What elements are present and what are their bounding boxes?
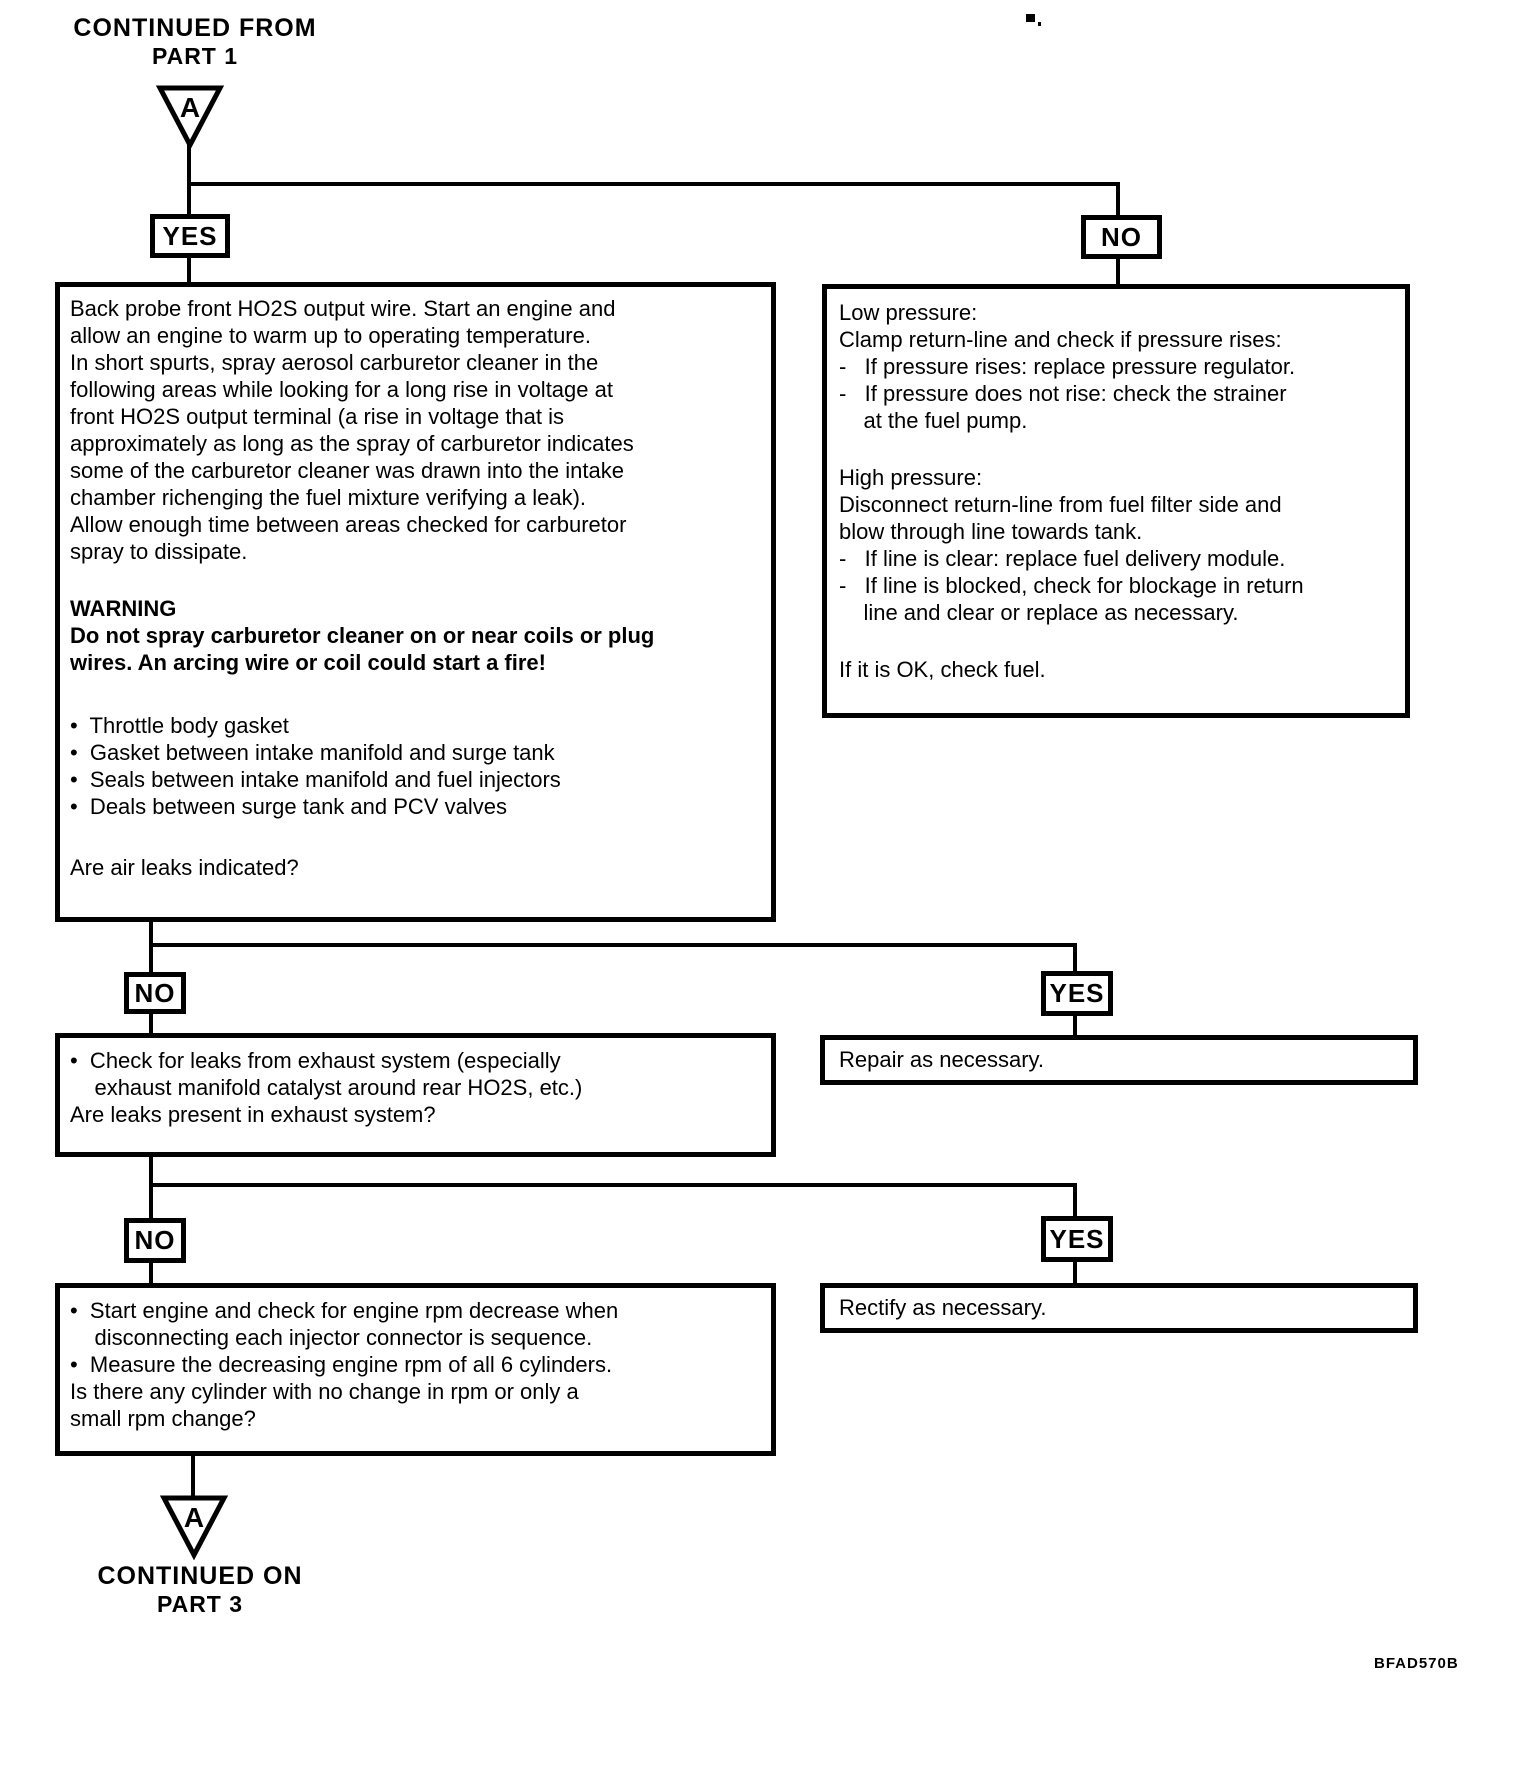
branch1-yes-label: YES — [150, 214, 230, 258]
warning-text: Do not spray carburetor cleaner on or ne… — [70, 623, 655, 675]
rectify-text: Rectify as necessary. — [839, 1295, 1047, 1320]
triangle-down-icon: A — [155, 85, 225, 151]
yes-text: YES — [162, 220, 218, 251]
connector-line — [149, 1010, 153, 1036]
scan-artifact-speck — [1026, 14, 1035, 22]
rectify-step-box: Rectify as necessary. — [820, 1283, 1418, 1333]
injector-rpm-check-text: • Start engine and check for engine rpm … — [70, 1298, 619, 1431]
triangle-down-icon: A — [159, 1495, 229, 1561]
document-code: BFAD570B — [1374, 1655, 1459, 1672]
branch1-no-label: NO — [1081, 215, 1162, 259]
connector-line — [191, 1453, 195, 1499]
connector-line — [1116, 256, 1120, 288]
connector-line — [187, 144, 191, 216]
spray-test-step-box: Back probe front HO2S output wire. Start… — [55, 282, 776, 922]
connector-line — [1116, 182, 1120, 217]
warning-title: WARNING — [70, 596, 177, 621]
repair-step-box: Repair as necessary. — [820, 1035, 1418, 1085]
continued-from-line1: CONTINUED FROM — [73, 14, 317, 42]
low-pressure-instructions: Low pressure: Clamp return-line and chec… — [839, 300, 1296, 433]
yes-text: YES — [1049, 1223, 1105, 1254]
continued-from-caption: CONTINUED FROM PART 1 — [55, 14, 335, 70]
no-text: NO — [1101, 221, 1142, 252]
check-fuel-note: If it is OK, check fuel. — [839, 657, 1046, 682]
connector-line — [187, 255, 191, 285]
no-text: NO — [134, 1225, 176, 1255]
repair-text: Repair as necessary. — [839, 1047, 1045, 1072]
branch3-no-label: NO — [124, 1218, 186, 1263]
scan-artifact-speck — [1038, 22, 1041, 26]
connector-line — [1073, 1183, 1077, 1219]
air-leaks-question: Are air leaks indicated? — [70, 855, 299, 880]
branch3-yes-label: YES — [1041, 1216, 1113, 1262]
spray-areas-bullet-list: • Throttle body gasket • Gasket between … — [70, 713, 561, 819]
injector-rpm-check-step-box: • Start engine and check for engine rpm … — [55, 1283, 776, 1456]
connector-line — [187, 182, 1120, 186]
connector-line — [1073, 943, 1077, 975]
exit-connector-triangle: A — [159, 1494, 229, 1565]
connector-line — [149, 1260, 153, 1287]
spray-test-paragraph: Back probe front HO2S output wire. Start… — [70, 296, 634, 564]
connector-line — [1073, 1259, 1077, 1287]
connector-line — [1073, 1012, 1077, 1038]
entry-connector-label: A — [180, 92, 200, 123]
continued-on-line2: PART 3 — [156, 1591, 244, 1617]
entry-connector-triangle: A — [155, 84, 225, 155]
connector-line — [149, 943, 1077, 947]
yes-text: YES — [1049, 978, 1105, 1008]
exit-connector-label: A — [184, 1502, 204, 1533]
continued-on-caption: CONTINUED ON PART 3 — [78, 1562, 322, 1618]
continued-from-line2: PART 1 — [151, 43, 239, 69]
pressure-check-step-box: Low pressure: Clamp return-line and chec… — [822, 284, 1410, 718]
branch2-yes-label: YES — [1041, 971, 1113, 1016]
connector-line — [149, 920, 153, 976]
connector-line — [149, 1155, 153, 1223]
high-pressure-instructions: High pressure: Disconnect return-line fr… — [839, 465, 1304, 625]
continued-on-line1: CONTINUED ON — [97, 1562, 303, 1590]
connector-line — [149, 1183, 1077, 1187]
exhaust-check-step-box: • Check for leaks from exhaust system (e… — [55, 1033, 776, 1157]
exhaust-check-text: • Check for leaks from exhaust system (e… — [70, 1048, 583, 1127]
no-text: NO — [134, 977, 176, 1008]
branch2-no-label: NO — [124, 972, 186, 1014]
